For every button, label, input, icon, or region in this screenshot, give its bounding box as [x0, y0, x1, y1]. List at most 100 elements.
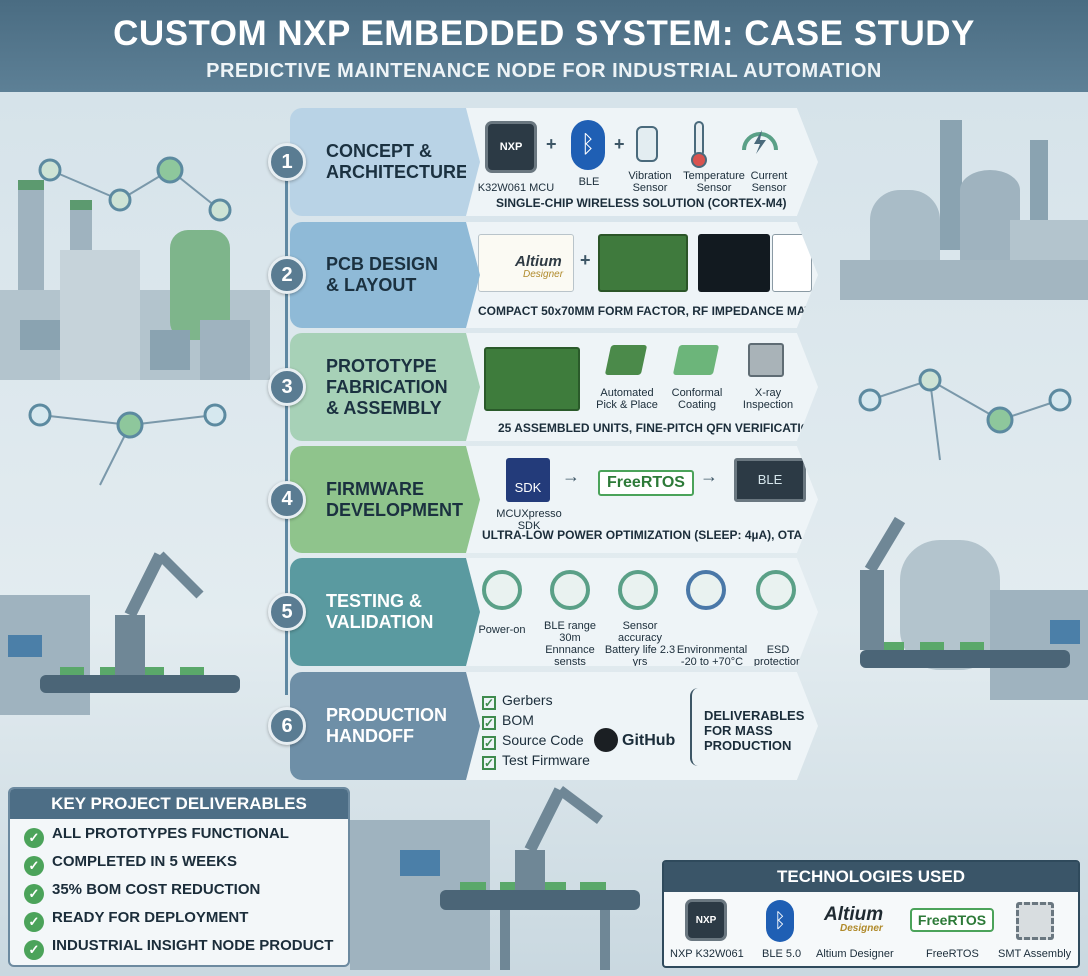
- xray-label: X-ray Inspection: [742, 387, 794, 411]
- stage-number-5: 5: [268, 593, 306, 631]
- stage-4-content: SDK MCUXpresso SDK → FreeRTOS → BLE ULTR…: [466, 446, 818, 553]
- check-circle-icon: ✓: [24, 940, 44, 960]
- freertos-logo: FreeRTOS: [910, 908, 994, 932]
- arrow-right-icon: →: [562, 466, 580, 486]
- deliverable-item: ✓READY FOR DEPLOYMENT: [24, 909, 248, 932]
- page-title: CUSTOM NXP EMBEDDED SYSTEM: CASE STUDY: [113, 14, 975, 53]
- deliverable-item: ✓COMPLETED IN 5 WEEKS: [24, 853, 237, 876]
- tech-label-smt: SMT Assembly: [998, 948, 1072, 960]
- mcuxpresso-sdk-icon: SDK: [506, 458, 550, 502]
- bluetooth-icon: ᛒ: [766, 900, 794, 942]
- arrow-right-icon: →: [700, 466, 718, 486]
- xray-inspection-icon: [748, 343, 784, 377]
- stage-concept-architecture: 1 CONCEPT &ARCHITECTURE NXP + ᛒ + K32W06…: [268, 108, 818, 216]
- check-circle-icon: ✓: [24, 856, 44, 876]
- stage-4-caption: ULTRA-LOW POWER OPTIMIZATION (SLEEP: 4µA…: [482, 528, 854, 542]
- bom-table-image: [772, 234, 812, 292]
- ble-range-gauge-icon: [550, 570, 590, 610]
- tech-label-ble: BLE 5.0: [762, 948, 802, 960]
- stage-1-title: CONCEPT &ARCHITECTURE: [290, 108, 468, 216]
- checkbox-icon: ✓: [482, 756, 496, 770]
- tech-label-freertos: FreeRTOS: [926, 948, 979, 960]
- checklist-source-code: ✓Source Code: [482, 732, 584, 750]
- tech-label-nxp: NXP K32W061: [670, 948, 744, 960]
- altium-logo-text: Altium: [515, 253, 562, 270]
- deliverable-item: ✓35% BOM COST REDUCTION: [24, 881, 260, 904]
- robot-arm-left-illustration: [0, 551, 240, 715]
- checkbox-icon: ✓: [482, 696, 496, 710]
- factory-right-illustration: [840, 120, 1088, 300]
- header-banner: CUSTOM NXP EMBEDDED SYSTEM: CASE STUDY P…: [0, 0, 1088, 92]
- checklist-gerbers: ✓Gerbers: [482, 692, 553, 710]
- esd-gauge-icon: [756, 570, 796, 610]
- key-deliverables-title: KEY PROJECT DELIVERABLES: [10, 789, 348, 819]
- plus-icon: +: [614, 134, 625, 154]
- github-icon: [594, 728, 618, 752]
- check-circle-icon: ✓: [24, 912, 44, 932]
- page-subtitle: PREDICTIVE MAINTENANCE NODE FOR INDUSTRI…: [206, 60, 882, 82]
- robot-arm-right-illustration: [860, 516, 1088, 700]
- stage-number-2: 2: [268, 256, 306, 294]
- test-environmental: Environmental-20 to +70°C: [676, 644, 748, 668]
- power-on-gauge-icon: [482, 570, 522, 610]
- conformal-coating-icon: [672, 345, 720, 375]
- deliverable-item: ✓INDUSTRIAL INSIGHT NODE PRODUCT: [24, 937, 333, 960]
- deliverables-note: DELIVERABLES FOR MASS PRODUCTION: [704, 708, 805, 753]
- pcb-layout-image: [598, 234, 688, 292]
- tech-label-altium: Altium Designer: [816, 948, 894, 960]
- sensor-accuracy-gauge-icon: [618, 570, 658, 610]
- stage-number-6: 6: [268, 707, 306, 745]
- stage-number-3: 3: [268, 368, 306, 406]
- stage-2-caption: COMPACT 50x70MM FORM FACTOR, RF IMPEDANC…: [478, 304, 851, 318]
- checkbox-icon: ✓: [482, 736, 496, 750]
- ble-label: BLE: [578, 176, 600, 188]
- ble-monitor-icon: BLE: [734, 458, 806, 502]
- nxp-chip-icon: NXP: [688, 902, 724, 938]
- conformal-label: Conformal Coating: [671, 387, 723, 411]
- mcu-label: K32W061 MCU: [477, 182, 555, 194]
- test-power-on: Power-on: [478, 624, 526, 636]
- checkbox-icon: ✓: [482, 716, 496, 730]
- stage-1-caption: SINGLE-CHIP WIRELESS SOLUTION (CORTEX-M4…: [496, 196, 787, 210]
- github-label: GitHub: [622, 732, 676, 749]
- check-circle-icon: ✓: [24, 884, 44, 904]
- altium-logo-subtext: Designer: [523, 269, 564, 280]
- smt-chip-icon: [1016, 902, 1054, 940]
- network-right-illustration: [858, 368, 1072, 461]
- brace-divider: [690, 688, 698, 766]
- timeline-connector: [285, 150, 288, 695]
- pick-and-place-icon: [604, 345, 648, 375]
- assembled-pcb-image: [484, 347, 580, 411]
- gerber-preview-image: [698, 234, 770, 292]
- stage-5-title: TESTING &VALIDATION: [290, 558, 466, 666]
- schematic-image: Altium Designer: [478, 234, 574, 292]
- checklist-test-firmware: ✓Test Firmware: [482, 752, 590, 770]
- thermometer-gauge-icon: [686, 570, 726, 610]
- technologies-panel: TECHNOLOGIES USED NXP ᛒ Altium Designer …: [662, 860, 1080, 968]
- deliverable-item: ✓ALL PROTOTYPES FUNCTIONAL: [24, 825, 289, 848]
- altium-logo: Altium Designer: [824, 904, 884, 934]
- checklist-bom: ✓BOM: [482, 712, 534, 730]
- stage-2-content: Altium Designer + COMPACT 50x70MM FORM F…: [466, 222, 818, 328]
- current-label: Current Sensor: [750, 170, 788, 194]
- stage-3-content: Automated Pick & Place Conformal Coating…: [466, 333, 818, 441]
- bluetooth-icon: ᛒ: [571, 120, 605, 170]
- robot-arm-bottom-illustration: [350, 786, 640, 970]
- vibration-sensor-icon: [636, 126, 658, 162]
- sdk-label: MCUXpresso SDK: [496, 508, 562, 532]
- stage-pcb-design: 2 PCB DESIGN& LAYOUT Altium Designer + C…: [268, 222, 818, 328]
- key-deliverables-panel: KEY PROJECT DELIVERABLES ✓ALL PROTOTYPES…: [8, 787, 350, 967]
- temperature-label: Temperature Sensor: [683, 170, 745, 194]
- vibration-label: Vibration Sensor: [628, 170, 672, 194]
- plus-icon: +: [546, 134, 557, 154]
